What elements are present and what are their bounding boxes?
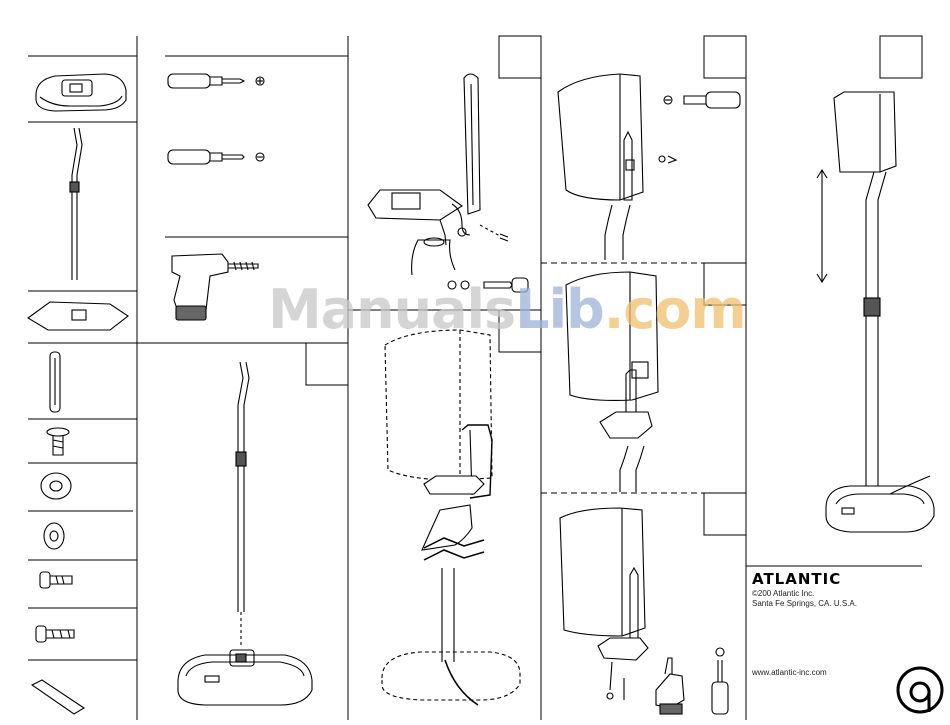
step-box-1 bbox=[306, 343, 348, 385]
phillips-screwdriver-icon bbox=[168, 74, 264, 88]
step-box-2 bbox=[499, 36, 541, 78]
atlantic-logo-icon bbox=[898, 668, 942, 712]
part-bracket-icon bbox=[50, 352, 60, 412]
website-link[interactable]: www.atlantic-inc.com bbox=[752, 668, 827, 677]
part-washer-icon bbox=[41, 473, 71, 499]
part-plate-icon bbox=[28, 302, 128, 330]
part-base-icon bbox=[36, 74, 126, 111]
step-6-illustration bbox=[560, 508, 728, 714]
address-text: Santa Fe Springs, CA. U.S.A. bbox=[752, 599, 857, 608]
copyright-text: ©200 Atlantic Inc. bbox=[752, 589, 814, 598]
part-screw-icon bbox=[47, 428, 69, 455]
step-2-illustration bbox=[368, 74, 528, 292]
step-7-illustration bbox=[817, 92, 934, 532]
step-box-3 bbox=[499, 310, 541, 352]
flat-screwdriver-icon bbox=[168, 150, 264, 164]
step-box-6 bbox=[704, 493, 746, 535]
step-1-illustration bbox=[178, 362, 312, 705]
part-pad-icon bbox=[32, 680, 84, 714]
step-3-illustration bbox=[382, 330, 520, 705]
step-box-7 bbox=[880, 36, 922, 78]
step-box-4 bbox=[704, 36, 746, 78]
step-4-illustration bbox=[558, 74, 740, 260]
step-box-5 bbox=[704, 263, 746, 305]
drill-icon bbox=[172, 254, 258, 320]
part-long-screw-icon bbox=[36, 626, 74, 642]
part-thumb-screw-icon bbox=[40, 572, 72, 588]
brand-name: ATLANTIC bbox=[752, 570, 841, 588]
part-pole-icon bbox=[70, 128, 82, 280]
part-small-washer-icon bbox=[44, 523, 64, 549]
step-5-illustration bbox=[566, 272, 658, 492]
